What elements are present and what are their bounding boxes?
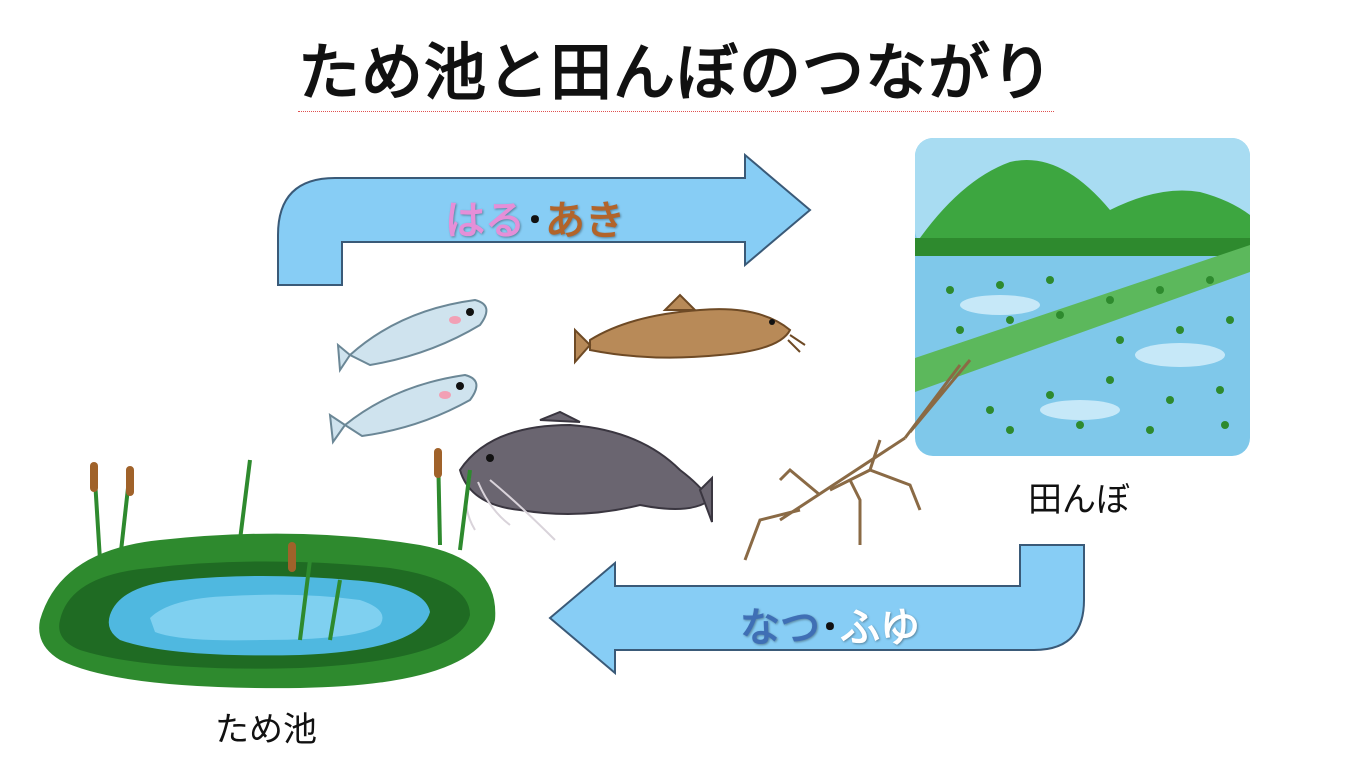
pond-illustration [39, 448, 496, 689]
medaka-fish-2 [328, 373, 478, 445]
top-arrow [277, 152, 812, 286]
medaka-fish-1 [336, 298, 488, 373]
pond-label: ため池 [215, 710, 317, 750]
water-strider [743, 359, 972, 561]
loach-fish [574, 293, 806, 365]
catfish [458, 410, 713, 541]
rice-paddy-illustration [915, 138, 1250, 456]
page-title: ため池と田んぼのつながり [0, 22, 1352, 112]
bottom-arrow [548, 544, 1085, 676]
paddy-label: 田んぼ [1028, 480, 1130, 520]
top-arrow-label: はる･あき [445, 198, 625, 244]
bottom-arrow-label: なつ･ふゆ [740, 605, 920, 651]
